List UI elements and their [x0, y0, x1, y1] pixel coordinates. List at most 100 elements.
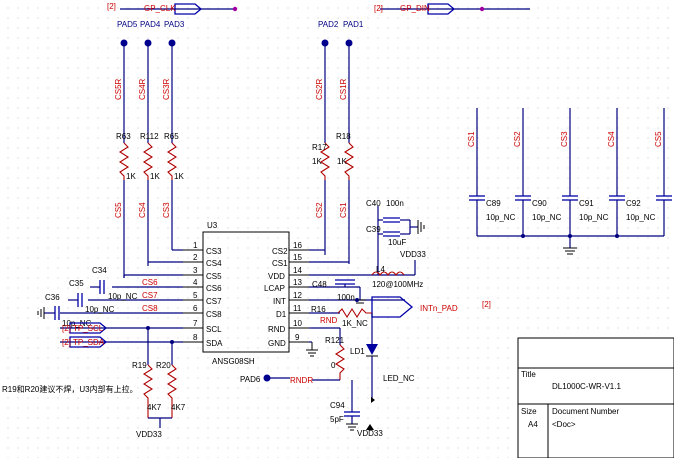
pin-7-name: SCL: [206, 325, 222, 334]
c89-value: 10p_NC: [486, 213, 516, 222]
tp-sda-port: [69, 336, 108, 348]
net-cs3r: CS3R: [162, 78, 171, 100]
pin-15-num: 15: [293, 253, 302, 262]
pin-11-num: 11: [293, 304, 302, 313]
cap-bank-net-cs4: CS4: [607, 131, 616, 147]
net-cs1: CS1: [339, 202, 348, 218]
pad4-label: PAD4: [140, 20, 161, 29]
pin-5-num: 5: [193, 291, 198, 300]
pad2-label: PAD2: [318, 20, 339, 29]
led-ld1: [366, 344, 378, 355]
pin-12-num: 12: [293, 291, 302, 300]
c39-ref: C39: [366, 225, 381, 234]
pin-12-name: INT: [273, 297, 286, 306]
design-note: R19和R20建议不焊，U3内部有上拉。: [2, 384, 138, 394]
r19-r20-pullups: [142, 326, 178, 428]
pin-2-num: 2: [193, 253, 198, 262]
c34-value: 10p_NC: [108, 292, 138, 301]
c90-value: 10p_NC: [532, 213, 562, 222]
r16-value: 1K_NC: [342, 319, 368, 328]
pad-dots: [120, 39, 353, 47]
pin-4-num: 4: [193, 278, 198, 287]
document-number-label: Document Number: [552, 407, 619, 416]
c40-ref: C40: [366, 199, 381, 208]
pin-14-num: 14: [293, 266, 302, 275]
inductor-l4: [371, 271, 405, 276]
sheet-ref-sda: [2]: [62, 338, 71, 347]
r112-ref: R112: [140, 132, 159, 141]
net-cs3: CS3: [162, 202, 171, 218]
pin-6-num: 6: [193, 304, 198, 313]
pin-10-num: 10: [293, 319, 302, 328]
sheet-ref-int: [2]: [482, 300, 491, 309]
sheet-ref-gpclk: [2]: [107, 2, 116, 11]
title-block: [517, 337, 674, 458]
net-cs4r: CS4R: [138, 78, 147, 100]
r121-value: 0: [331, 361, 336, 370]
arrow-icon: [371, 397, 375, 403]
pin-7-num: 7: [193, 319, 198, 328]
c34-ref: C34: [92, 266, 107, 275]
c36-ref: C36: [45, 293, 60, 302]
c48-value: 100n: [337, 293, 355, 302]
resistor-r121: [334, 344, 346, 380]
pin-16-name: CS2: [272, 247, 288, 256]
pin-11-name: D1: [276, 310, 287, 319]
c92-ref: C92: [626, 199, 641, 208]
pad1-label: PAD1: [343, 20, 364, 29]
title-value: DL1000C-WR-V1.1: [552, 382, 621, 391]
pin-16-num: 16: [293, 241, 302, 250]
net-cs2: CS2: [315, 202, 324, 218]
sheet-ref-scl: [2]: [62, 324, 71, 333]
vdd-arrow-icon: [366, 424, 374, 430]
net-gp-din: GP_DIN: [400, 4, 430, 13]
cap-bank-net-cs1: CS1: [467, 131, 476, 147]
pin-4-name: CS6: [206, 284, 222, 293]
pin-1-name: CS3: [206, 247, 222, 256]
pin-6-name: CS8: [206, 310, 222, 319]
series-resistors: [118, 142, 355, 180]
c94-ref: C94: [330, 401, 345, 410]
r19-ref: R19: [132, 361, 147, 370]
ic-left-wires: [60, 249, 183, 343]
pad3-label: PAD3: [164, 20, 185, 29]
net-gp-clk: GP_CLK: [144, 4, 176, 13]
r65-ref: R65: [164, 132, 179, 141]
r65-value: 1K: [174, 172, 184, 181]
c48-cap: [335, 279, 366, 304]
c91-ref: C91: [579, 199, 594, 208]
c90-ref: C90: [532, 199, 547, 208]
net-intn-pad: INTn_PAD: [420, 304, 458, 313]
pin-8-num: 8: [193, 333, 198, 342]
c39-value: 10uF: [388, 238, 406, 247]
pin-9-num: 9: [295, 333, 300, 342]
size-label: Size: [521, 407, 537, 416]
pin-5-name: CS7: [206, 297, 222, 306]
r18-ref: R18: [336, 132, 351, 141]
pin-2-name: CS4: [206, 259, 222, 268]
r121-ref: R121: [325, 336, 345, 345]
net-tp-sda: TP_SDA: [73, 338, 105, 347]
c40-c39-caps: [377, 206, 425, 275]
pad5-label: PAD5: [117, 20, 138, 29]
ic-left-pins: [183, 249, 203, 343]
r63-value: 1K: [126, 172, 136, 181]
cap-bank-net-cs3: CS3: [560, 131, 569, 147]
r20-ref: R20: [156, 361, 171, 370]
r16-ref: R16: [311, 305, 326, 314]
left-nc-caps: [37, 280, 105, 320]
r19-value: 4K7: [147, 403, 162, 412]
size-value: A4: [528, 420, 538, 429]
ic-u3-part: ANSG08SH: [212, 357, 255, 366]
c89-ref: C89: [486, 199, 501, 208]
l4-value: 120@100MHz: [372, 280, 423, 289]
r112-value: 1K: [150, 172, 160, 181]
net-cs4: CS4: [138, 202, 147, 218]
pin-3-name: CS5: [206, 272, 222, 281]
ld1-ref: LD1: [350, 347, 365, 356]
c94-cap: [344, 380, 360, 431]
net-cs1r: CS1R: [339, 78, 348, 100]
net-cs8: CS8: [142, 304, 158, 313]
